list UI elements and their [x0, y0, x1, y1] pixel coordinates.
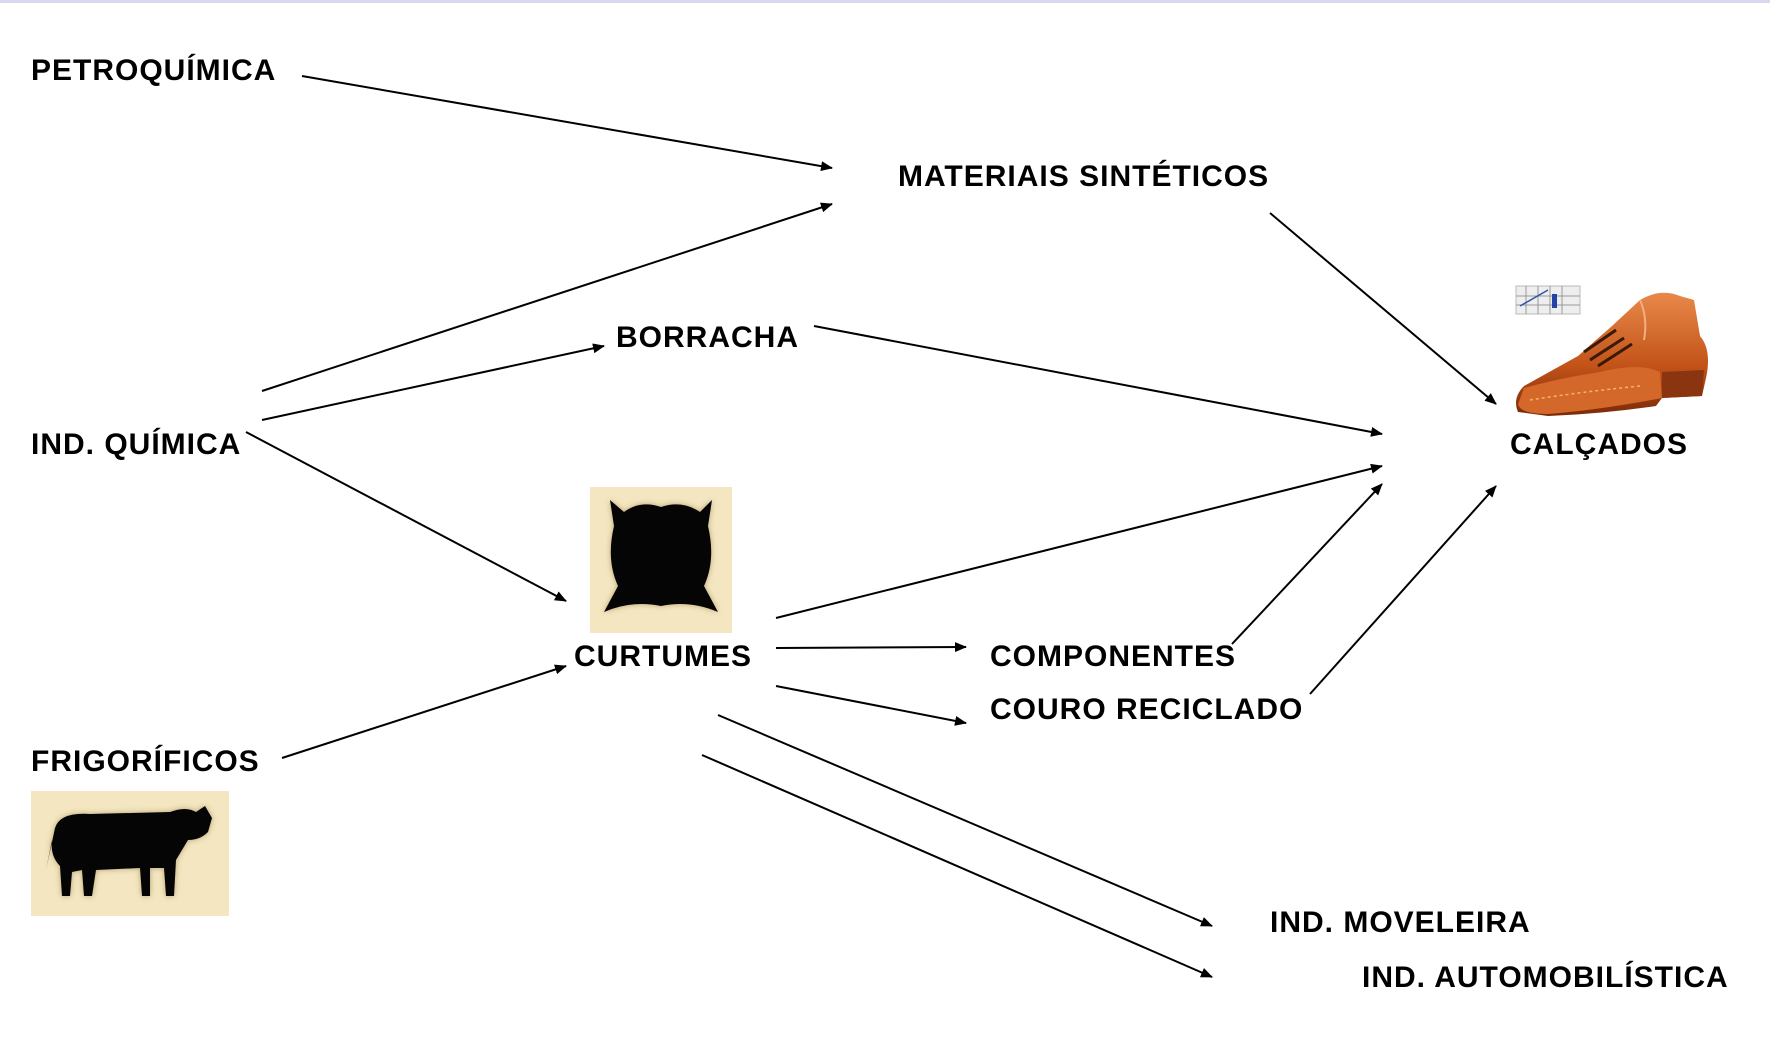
edges — [245, 75, 1497, 978]
small-chart-icon — [1515, 285, 1581, 315]
edge-borracha-calcados — [813, 325, 1383, 437]
node-curtumes: CURTUMES — [574, 640, 752, 673]
node-componentes: COMPONENTES — [990, 640, 1237, 673]
node-ind-automobilistica: IND. AUTOMOBILÍSTICA — [1362, 961, 1729, 994]
edge-quimica-curtumes — [245, 431, 567, 602]
edge-frigorificos-curtumes — [281, 664, 567, 759]
edge-curtumes-automobilistica — [701, 754, 1213, 978]
node-couro-reciclado: COURO RECICLADO — [990, 693, 1304, 726]
edge-quimica-borracha — [261, 343, 605, 421]
node-materiais-sinteticos: MATERIAIS SINTÉTICOS — [898, 160, 1270, 193]
node-ind-moveleira: IND. MOVELEIRA — [1270, 906, 1531, 939]
edge-componentes-calcados — [1231, 483, 1383, 645]
edge-curtumes-componentes — [775, 642, 967, 653]
edge-petroquimica-materiais — [301, 75, 833, 172]
node-frigorificos: FRIGORÍFICOS — [31, 745, 260, 778]
edge-couro-reciclado-calcados — [1309, 485, 1497, 695]
node-borracha: BORRACHA — [616, 321, 799, 354]
node-ind-quimica: IND. QUÍMICA — [31, 428, 242, 461]
cow-icon — [31, 791, 229, 916]
shoe-icon — [1516, 292, 1708, 416]
node-petroquimica: PETROQUÍMICA — [31, 54, 277, 87]
edge-curtumes-couro-reciclado — [775, 685, 967, 726]
edge-quimica-materiais — [261, 202, 833, 392]
edge-curtumes-moveleira — [717, 714, 1213, 927]
edge-materiais-calcados — [1269, 212, 1497, 405]
top-border — [0, 0, 1770, 3]
edge-curtumes-calcados — [775, 463, 1383, 619]
hide-icon — [590, 487, 732, 633]
node-calcados: CALÇADOS — [1510, 428, 1688, 461]
